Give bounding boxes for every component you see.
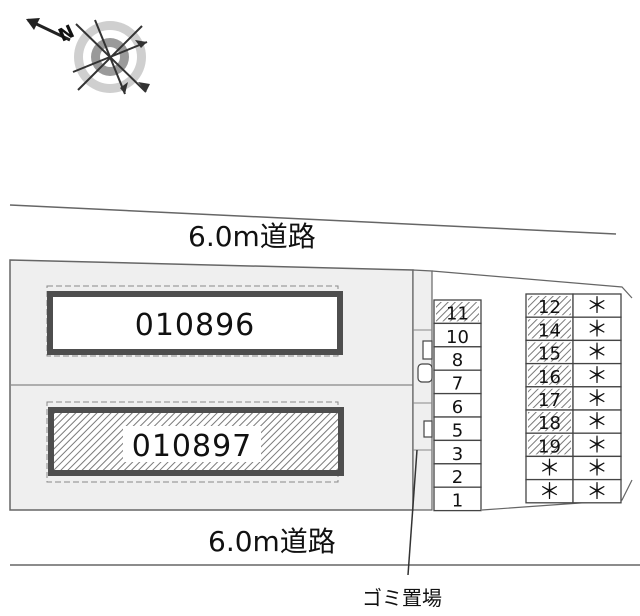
asterisk-mark: ＊ (586, 364, 608, 389)
parking-stall-number: 17 (538, 390, 561, 411)
parking-stall-number: 3 (452, 444, 463, 465)
asterisk-mark: ＊ (586, 341, 608, 366)
reserved-hatch (528, 365, 571, 385)
reserved-hatch (528, 296, 571, 316)
parking-stall: 5 (433, 416, 482, 441)
reserved-hatch (528, 435, 571, 455)
parking-columns-right: 12＊14＊15＊16＊17＊18＊19＊＊＊＊＊ (525, 293, 622, 505)
parking-stall-number: 12 (538, 297, 561, 318)
top-road-edge (9, 204, 617, 235)
top-road-label: 6.0m道路 (188, 220, 316, 253)
parking-stall-number: 16 (538, 367, 561, 388)
parking-stall: ＊ (572, 386, 622, 412)
asterisk-mark: ＊ (586, 317, 608, 342)
parking-stall-number: 15 (538, 344, 561, 365)
parking-column-left: 11 108 765 32 1 (433, 299, 482, 512)
asterisk-mark: ＊ (586, 433, 608, 458)
parking-stall: 7 (433, 369, 482, 395)
parking-stall: 14 (525, 316, 574, 341)
parking-stall-number: 11 (446, 303, 469, 324)
parking-stall: 6 (433, 392, 482, 418)
asterisk-mark: ＊ (586, 457, 608, 482)
parking-stall: 16 (525, 362, 574, 388)
roads (9, 204, 640, 566)
asterisk-mark: ＊ (538, 480, 560, 505)
building-010897: 010897 (46, 401, 344, 483)
parking-stall: 2 (433, 463, 482, 488)
equipment-box (422, 340, 433, 360)
parking-stall: ＊ (572, 293, 622, 319)
garbage-area-label: ゴミ置場 (362, 586, 442, 610)
parking-stall: ＊ (525, 478, 574, 505)
parking-stall: 18 (525, 409, 574, 434)
parking-stall: 19 (525, 432, 574, 457)
parking-stall: 3 (433, 439, 482, 465)
parking-stall: 12 (525, 293, 574, 318)
parking-stall-number: 2 (452, 467, 463, 488)
parking-stall-number: 1 (452, 491, 463, 512)
parking-stall: 17 (525, 386, 574, 411)
building-id-label: 010896 (135, 308, 256, 343)
parking-stall-number: 14 (538, 320, 561, 341)
parking-stall: ＊ (525, 455, 574, 482)
parking-stall: 15 (525, 339, 574, 365)
reserved-hatch (436, 302, 479, 322)
parking-stall-box (572, 478, 622, 504)
reserved-hatch (528, 342, 571, 362)
compass: N (26, 18, 150, 95)
parking-stall-number: 8 (452, 350, 463, 371)
building-id-label: 010897 (132, 429, 253, 464)
parking-stall: ＊ (572, 409, 622, 435)
parking-stall-box (433, 486, 482, 512)
parking-stall-number: 5 (452, 420, 463, 441)
parking-stall-number: 10 (446, 327, 469, 348)
asterisk-mark: ＊ (586, 410, 608, 435)
parking-stall-number: 18 (538, 413, 561, 434)
reserved-hatch (528, 319, 571, 339)
parking-stall: 10 (433, 322, 482, 348)
bottom-road-label: 6.0m道路 (208, 525, 336, 558)
compass-rose-icon (72, 19, 150, 95)
parking-stall: 8 (433, 346, 482, 371)
parking-stall: ＊ (572, 432, 622, 458)
parking-stall: 1 (433, 486, 482, 512)
equipment-box (417, 363, 433, 383)
parking-stall-number: 19 (538, 436, 561, 457)
asterisk-mark: ＊ (586, 387, 608, 412)
garbage-leader-line (407, 449, 418, 576)
parking-stall: ＊ (572, 478, 622, 505)
parking-stall-number: 6 (452, 397, 463, 418)
parking-stall: ＊ (572, 362, 622, 389)
asterisk-mark: ＊ (586, 294, 608, 319)
north-arrow-icon (26, 18, 71, 42)
building-010896: 010896 (46, 285, 343, 357)
parking-stall: ＊ (572, 455, 622, 482)
reserved-hatch (528, 388, 571, 408)
north-label: N (55, 21, 78, 46)
reserved-hatch (528, 412, 571, 432)
asterisk-mark: ＊ (538, 457, 560, 482)
parking-stall: ＊ (572, 339, 622, 366)
parking-stall: 11 (433, 299, 482, 324)
garbage-area-box (423, 420, 433, 438)
parking-stall: ＊ (572, 316, 622, 342)
asterisk-mark: ＊ (586, 480, 608, 505)
parking-stall-number: 7 (452, 374, 463, 395)
